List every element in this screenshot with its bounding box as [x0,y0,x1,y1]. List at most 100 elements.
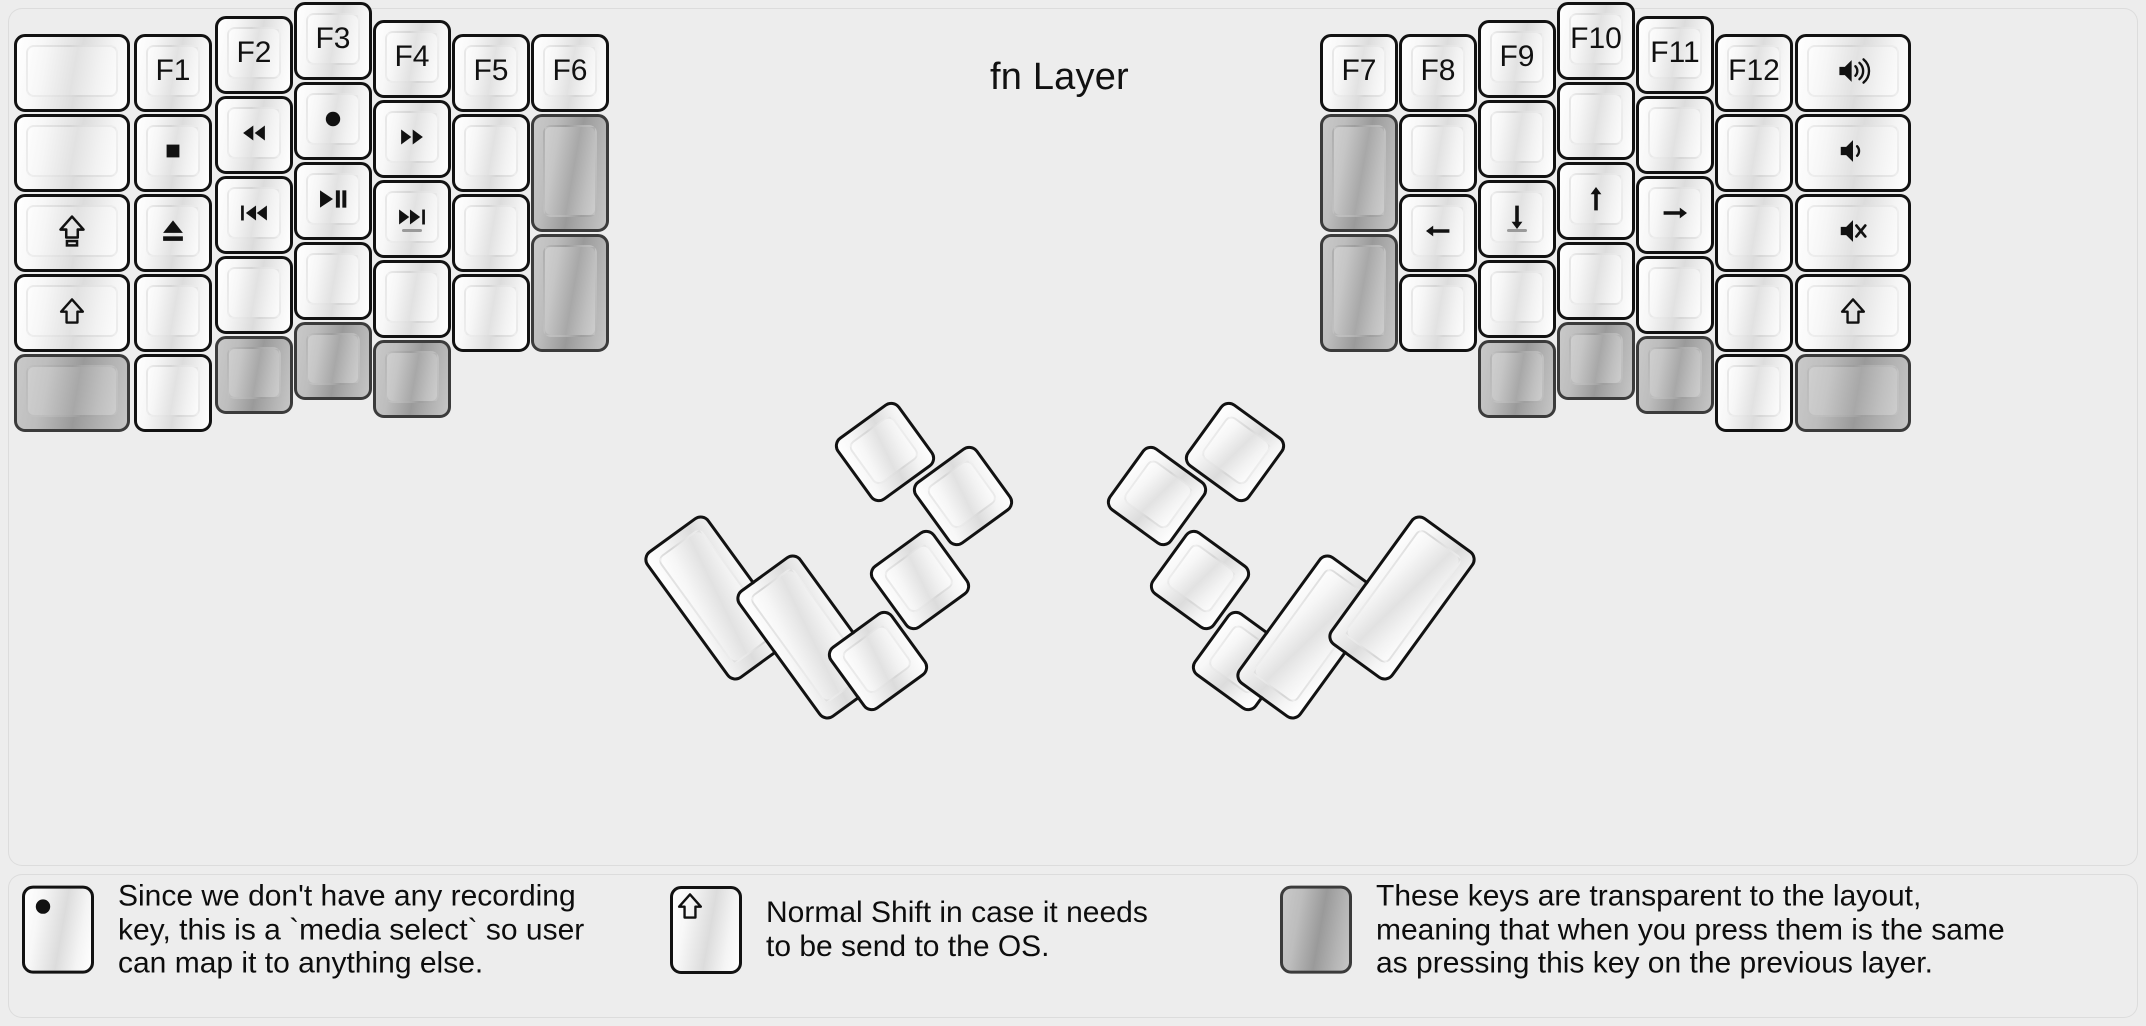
key-cap [146,205,200,257]
left-pinky-key-4[interactable] [134,274,212,352]
key-cap [227,267,281,319]
right-index-inner-key-2[interactable] [1320,114,1398,232]
left-ring-key-2[interactable] [215,96,293,174]
right-index-key-2[interactable] [1399,114,1477,192]
key-cap [1490,191,1544,243]
arrow-left-icon [1416,216,1460,246]
left-middle-key-5[interactable] [294,322,372,400]
left-index-inner-key-4[interactable] [452,274,530,352]
left-pinky-outer-key-4[interactable] [14,274,130,352]
right-middle-key-4[interactable] [1478,260,1556,338]
left-middle-key-1[interactable]: F3 [294,2,372,80]
key-cap: F5 [464,45,518,97]
right-pinky-outer-key-4[interactable] [1715,274,1793,352]
key-cap [26,205,118,257]
right-pinky-outer-key-1[interactable]: F12 [1715,34,1793,112]
key-cap [26,125,118,177]
key-cap [881,541,956,616]
right-outer-most-key-3[interactable] [1795,194,1911,272]
right-pinky-outer-key-5[interactable] [1715,354,1793,432]
right-pinky-key-2[interactable] [1636,96,1714,174]
media-stop-icon [157,135,189,167]
key-cap [543,125,597,217]
key-cap [1807,205,1899,257]
right-outer-most-key-5[interactable] [1795,354,1911,432]
key-cap [1490,351,1544,403]
right-pinky-key-5[interactable] [1636,336,1714,414]
left-middle-key-4[interactable] [294,242,372,320]
key-cap [1490,111,1544,163]
left-pinky-key-1[interactable]: F1 [134,34,212,112]
volume-down-icon [1834,134,1872,168]
right-outer-most-key-2[interactable] [1795,114,1911,192]
left-index-inner-key-2[interactable] [452,114,530,192]
left-index-key-1[interactable]: F4 [373,20,451,98]
left-index-key-3[interactable] [373,180,451,258]
right-pinky-key-1[interactable]: F11 [1636,16,1714,94]
right-index-key-4[interactable] [1399,274,1477,352]
media-next-track-icon [391,200,433,234]
right-middle-key-5[interactable] [1478,340,1556,418]
key-cap: F8 [1411,45,1465,97]
shift-icon [1836,294,1870,328]
left-pinky-outer-key-3[interactable] [14,194,130,272]
left-pinky-key-5[interactable] [134,354,212,432]
left-ring-key-1[interactable]: F2 [215,16,293,94]
legend-key-3 [1280,886,1352,974]
right-outer-most-key-4[interactable] [1795,274,1911,352]
right-index-key-3[interactable] [1399,194,1477,272]
key-cap [227,107,281,159]
media-rewind-icon [234,116,274,150]
right-ring-key-2[interactable] [1557,82,1635,160]
key-cap: F2 [227,27,281,79]
key-cap [1569,333,1623,385]
legend-text-3: These keys are transparent to the layout… [1376,879,2005,980]
left-pinky-outer-key-2[interactable] [14,114,130,192]
left-pinky-key-3[interactable] [134,194,212,272]
left-index-key-5[interactable] [373,340,451,418]
key-cap [464,205,518,257]
key-cap [146,285,200,337]
left-index-inner-key-1[interactable]: F5 [452,34,530,112]
left-index-key-2[interactable] [373,100,451,178]
left-middle-key-2[interactable] [294,82,372,160]
media-eject-icon [154,212,192,250]
key-cap: F4 [385,31,439,83]
left-ring-key-3[interactable] [215,176,293,254]
left-ring-key-5[interactable] [215,336,293,414]
right-outer-most-key-1[interactable] [1795,34,1911,112]
right-ring-key-4[interactable] [1557,242,1635,320]
right-middle-key-3[interactable] [1478,180,1556,258]
left-index-key-4[interactable] [373,260,451,338]
key-label: F12 [1728,54,1780,87]
right-index-key-1[interactable]: F8 [1399,34,1477,112]
right-pinky-outer-key-2[interactable] [1715,114,1793,192]
right-pinky-key-4[interactable] [1636,256,1714,334]
legend-text-2: Normal Shift in case it needs to be send… [766,896,1148,963]
page-title: fn Layer [990,56,1129,98]
key-cap [1164,541,1239,616]
left-inner-tall-key-2[interactable] [531,114,609,232]
left-index-inner-key-3[interactable] [452,194,530,272]
right-index-inner-key-3[interactable] [1320,234,1398,352]
right-ring-key-1[interactable]: F10 [1557,2,1635,80]
right-ring-key-3[interactable] [1557,162,1635,240]
left-inner-tall-key-3[interactable] [531,234,609,352]
left-middle-key-3[interactable] [294,162,372,240]
left-pinky-outer-key-5[interactable] [14,354,130,432]
left-ring-key-4[interactable] [215,256,293,334]
right-middle-key-2[interactable] [1478,100,1556,178]
left-pinky-outer-key-1[interactable] [14,34,130,112]
right-pinky-key-3[interactable] [1636,176,1714,254]
key-cap [26,45,118,97]
right-ring-key-5[interactable] [1557,322,1635,400]
legend-frame [8,874,2138,1018]
right-middle-key-1[interactable]: F9 [1478,20,1556,98]
right-index-inner-key-1[interactable]: F7 [1320,34,1398,112]
right-pinky-outer-key-3[interactable] [1715,194,1793,272]
left-inner-tall-key-1[interactable]: F6 [531,34,609,112]
key-cap [227,187,281,239]
key-cap [1727,125,1781,177]
left-pinky-key-2[interactable] [134,114,212,192]
